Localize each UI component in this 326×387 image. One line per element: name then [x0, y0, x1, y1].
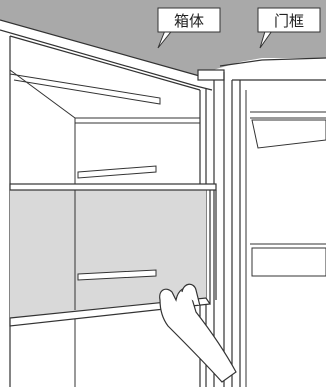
door-frame: [198, 58, 326, 387]
callout-door-frame-label: 门框: [274, 12, 304, 30]
upper-rail: [78, 166, 156, 178]
callout-cabinet-label: 箱体: [174, 12, 204, 30]
door-interior: [246, 90, 326, 387]
